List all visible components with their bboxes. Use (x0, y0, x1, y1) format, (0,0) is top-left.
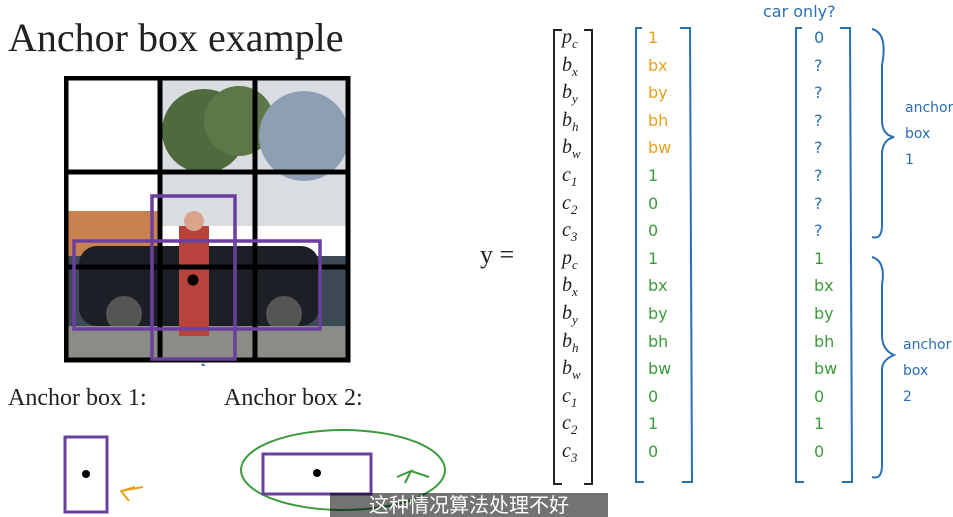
handwritten-bracket-col2 (795, 27, 854, 483)
handwritten-value: bx (814, 276, 834, 296)
handwritten-bracket-col1 (635, 27, 694, 483)
y-equals: y = (480, 240, 515, 269)
vector-entry: bh (562, 108, 579, 134)
vector-entry: c3 (562, 219, 578, 245)
handwritten-value: 1 (648, 248, 659, 268)
handwritten-value: 1 (814, 248, 825, 268)
handwritten-value: bh (648, 331, 669, 351)
handwritten-value: by (814, 304, 834, 323)
handwritten-value: ? (814, 221, 823, 241)
vector-entry: c3 (562, 440, 578, 465)
handwritten-value: bh (814, 331, 835, 351)
handwritten-value: ? (814, 193, 823, 213)
vector-entry: bx (562, 53, 578, 79)
object-midpoint (187, 274, 199, 286)
anchor-box-car (72, 239, 322, 331)
handwritten-value: bw (814, 359, 838, 379)
anchor-box-2-label: Anchor box 2: (224, 385, 363, 411)
handwritten-braces (871, 28, 897, 479)
vector-entry: pc (562, 246, 578, 272)
handwritten-value: bx (648, 276, 668, 296)
vector-entry: bh (562, 329, 579, 355)
handwritten-value: 0 (814, 386, 825, 406)
handwritten-value: 1 (648, 166, 659, 185)
vector-entry: c1 (562, 164, 578, 189)
handwritten-value: 0 (814, 442, 825, 461)
handwritten-value: by (648, 304, 668, 323)
vector-entry: pc (562, 26, 578, 51)
handwritten-value: 0 (648, 221, 659, 241)
vector-entry: c2 (562, 412, 578, 438)
vector-entry: by (562, 302, 578, 327)
handwritten-value: ? (814, 83, 823, 103)
handwritten-value: ? (814, 138, 823, 158)
anchor-box-1-note: anchor box 1 (905, 100, 953, 168)
handwritten-value: 0 (648, 386, 659, 406)
anchor-box-1-shape (63, 435, 144, 514)
vector-entry: c2 (562, 191, 578, 217)
handwritten-value: bh (648, 110, 669, 130)
handwritten-value: bw (648, 138, 672, 158)
handwritten-value: 1 (648, 28, 659, 47)
vector-entry: c1 (562, 384, 578, 410)
handwritten-value: 0 (648, 193, 659, 213)
grid-overlay (64, 76, 351, 366)
handwritten-value: ? (814, 55, 823, 75)
vector-bracket-left (553, 29, 562, 485)
vector-bracket-right (584, 29, 593, 485)
handwritten-value: 1 (648, 414, 659, 434)
anchor-box-person (150, 194, 237, 361)
anchor-box-1-label: Anchor box 1: (8, 385, 147, 411)
handwritten-value: bw (648, 359, 672, 379)
anchor-box-2-note: anchor box 2 (903, 337, 952, 405)
handwritten-value: ? (814, 110, 823, 130)
video-subtitle: 这种情况算法处理不好 (330, 493, 608, 517)
handwritten-value: 0 (648, 442, 659, 461)
handwritten-value: 0 (814, 28, 825, 47)
slide-title: Anchor box example (8, 15, 344, 60)
handwritten-value: by (648, 83, 668, 103)
handwritten-value: 1 (814, 414, 825, 434)
vector-entry: bx (562, 274, 578, 300)
car-only-note: car only? (763, 2, 836, 21)
vector-entry: by (562, 81, 578, 107)
vector-entry: bw (562, 357, 581, 383)
vector-entry: bw (562, 136, 581, 162)
handwritten-value: bx (648, 55, 668, 75)
handwritten-value: ? (814, 166, 823, 185)
